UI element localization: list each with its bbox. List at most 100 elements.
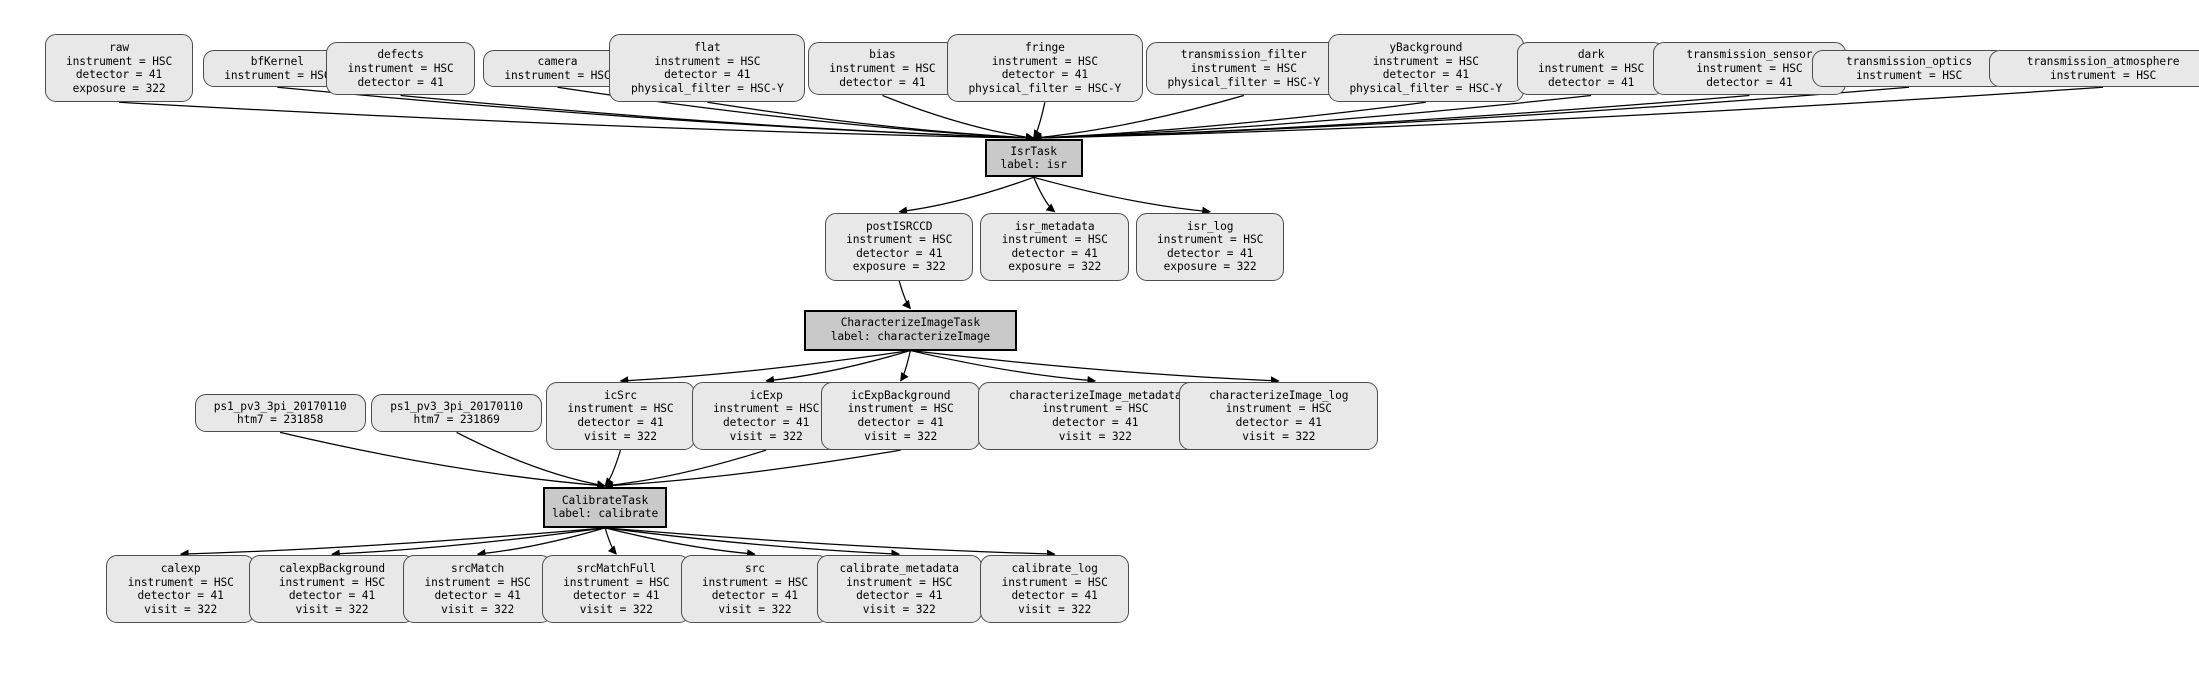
node-detail-line: detector = 41 <box>1011 589 1098 603</box>
edge-CalibrateTask-to-calibrate_metadata <box>604 527 901 559</box>
node-detail-line: detector = 41 <box>288 589 376 603</box>
node-title: calexp <box>160 562 201 576</box>
node-title: bias <box>869 48 896 62</box>
node-title: IsrTask <box>1010 144 1057 158</box>
node-detail-line: exposure = 322 <box>1163 260 1257 274</box>
node-detail-line: visit = 322 <box>583 429 657 443</box>
edge-CharacterizeImageTask-to-icSrc <box>619 349 911 385</box>
node-detail-line: visit = 322 <box>295 602 369 616</box>
node-detail-line: instrument = HSC <box>846 233 953 247</box>
node-detail-line: visit = 322 <box>862 602 936 616</box>
node-title: calexpBackground <box>278 562 386 576</box>
node-detail-line: detector = 41 <box>577 416 664 429</box>
node-title: ps1_pv3_3pi_20170110 <box>390 399 523 413</box>
node-title: transmission_atmosphere <box>2026 55 2180 69</box>
node-detail-line: exposure = 322 <box>72 81 166 95</box>
node-detail-line: instrument = HSC <box>2049 68 2157 82</box>
node-title: transmission_optics <box>1846 55 1973 69</box>
node-detail-line: instrument = HSC <box>224 68 331 82</box>
edge-IsrTask-to-isr_log <box>1033 176 1212 216</box>
node-detail-line: visit = 322 <box>729 429 803 443</box>
edge-icExpBackground-to-CalibrateTask <box>604 449 901 490</box>
edge-CalibrateTask-to-srcMatchFull <box>604 527 617 555</box>
node-detail-line: instrument = HSC <box>713 402 820 416</box>
node-title: dark <box>1577 48 1605 62</box>
node-detail-line: label: calibrate <box>551 507 659 521</box>
node-detail-line: detector = 41 <box>856 589 943 603</box>
node-detail-line: instrument = HSC <box>1001 233 1108 247</box>
node-detail-line: detector = 41 <box>711 589 799 603</box>
node-title: transmission_filter <box>1180 48 1307 62</box>
edge-CharacterizeImageTask-to-icExp <box>765 349 911 385</box>
node-detail-line: detector = 41 <box>664 68 751 82</box>
node-detail-line: instrument = HSC <box>347 62 454 76</box>
node-title: postISRCCD <box>866 219 933 233</box>
node-detail-line: physical_filter = HSC-Y <box>1349 81 1503 95</box>
node-title: calibrate_log <box>1011 562 1098 576</box>
node-detail-line: instrument = HSC <box>1042 402 1149 416</box>
node-detail-line: instrument = HSC <box>504 68 611 82</box>
node-detail-line: exposure = 322 <box>1008 260 1102 274</box>
node-detail-line: instrument = HSC <box>567 402 674 416</box>
node-detail-line: visit = 322 <box>1242 429 1316 443</box>
node-detail-line: physical_filter = HSC-Y <box>968 81 1122 95</box>
node-title: CalibrateTask <box>561 493 649 507</box>
node-title: isr_metadata <box>1014 219 1095 233</box>
node-detail-line: instrument = HSC <box>829 62 936 76</box>
node-detail-line: detector = 41 <box>1001 68 1088 82</box>
node-detail-line: instrument = HSC <box>424 575 531 589</box>
node-title: src <box>744 562 765 576</box>
node-detail-line: instrument = HSC <box>1225 402 1332 416</box>
node-detail-line: physical_filter = HSC-Y <box>630 81 784 95</box>
node-detail-line: instrument = HSC <box>1001 575 1108 589</box>
node-detail-line: detector = 41 <box>434 589 521 603</box>
node-detail-line: detector = 41 <box>1167 246 1254 260</box>
node-title: CharacterizeImageTask <box>840 316 981 330</box>
edge-CalibrateTask-to-calexpBackground <box>331 527 606 559</box>
node-detail-line: instrument = HSC <box>991 54 1098 68</box>
node-title: yBackground <box>1389 41 1463 54</box>
edge-raw-to-IsrTask <box>119 101 1035 143</box>
node-detail-line: physical_filter = HSC-Y <box>1167 75 1321 89</box>
edge-CharacterizeImageTask-to-icExpBackground <box>900 350 912 382</box>
node-title: characterizeImage_metadata <box>1009 388 1182 402</box>
node-detail-line: visit = 322 <box>441 602 515 616</box>
node-detail-line: instrument = HSC <box>847 402 954 416</box>
node-title: isr_log <box>1186 219 1234 233</box>
node-detail-line: instrument = HSC <box>1696 62 1803 76</box>
node-detail-line: instrument = HSC <box>701 575 809 589</box>
node-title: bfKernel <box>250 55 304 69</box>
